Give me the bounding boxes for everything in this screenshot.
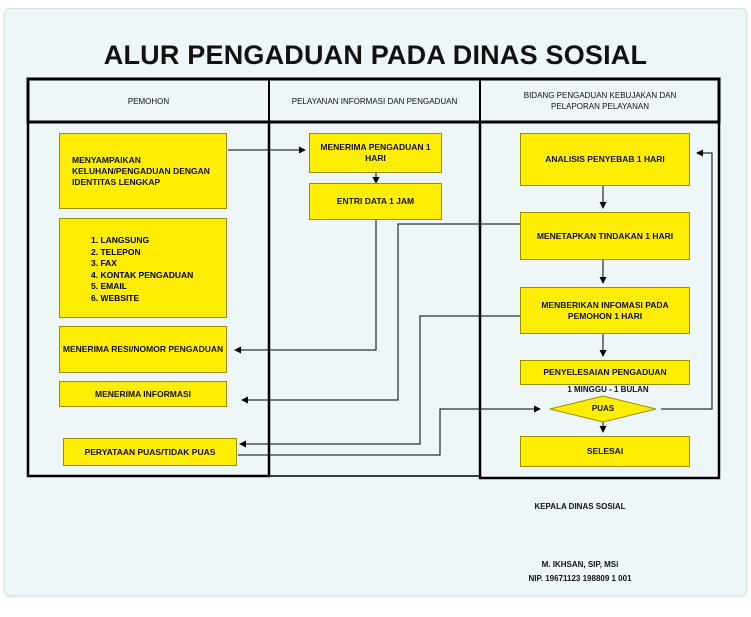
arrow-to-menerima-informasi [241, 223, 520, 404]
box-menetapkan: MENETAPKAN TINDAKAN 1 HARI [520, 212, 690, 260]
durasi-label: 1 MINGGU - 1 BULAN [567, 385, 649, 394]
puas-label: PUAS [591, 404, 615, 413]
box-penyelesaian: PENYELESAIAN PENGADUAN [520, 360, 690, 385]
channel-item: 2. TELEPON [91, 246, 141, 257]
channel-item: 4. KONTAK PENGADUAN [91, 269, 194, 280]
box-menerima-pengaduan: MENERIMA PENGADUAN 1 HARI [309, 133, 442, 173]
box-memberikan: MENBERIKAN INFOMASI PADA PEMOHON 1 HARI [520, 287, 690, 334]
channel-item: 5. EMAIL [91, 281, 127, 291]
box-channels: 1. LANGSUNG 2. TELEPON 3. FAX 4. KONTAK … [59, 218, 227, 318]
arrow-back-to-analisis [661, 149, 713, 410]
column-header-pemohon: PEMOHON [127, 96, 170, 106]
box-menerima-resi: MENERIMA RESI/NOMOR PENGADUAN [59, 326, 227, 373]
channel-item: 6. WEBSITE [91, 292, 140, 303]
box-entri-data: ENTRI DATA 1 JAM [309, 183, 442, 220]
signature-nama: M. IKHSAN, SIP, MSi [541, 560, 619, 569]
page-title: ALUR PENGADUAN PADA DINAS SOSIAL [103, 40, 648, 70]
channel-item: 3. FAX [91, 258, 117, 268]
box-menerima-informasi: MENERIMA INFORMASI [59, 381, 227, 407]
box-selesai: SELESAI [520, 436, 690, 467]
arrow-to-menerima-resi [234, 220, 377, 354]
arrow-to-pernyataan [239, 315, 520, 448]
box-menyampaikan: MENYAMPAIKAN KELUHAN/PENGADUAN DENGAN ID… [59, 133, 227, 209]
column-header-bidang: BIDANG PENGADUAN KEBUJAKAN DAN PELAPORAN… [523, 91, 677, 111]
arrow-to-puas [238, 405, 541, 456]
signature-jabatan: KEPALA DINAS SOSIAL [534, 502, 626, 511]
channel-item: 1. LANGSUNG [91, 235, 150, 245]
column-header-pelayanan: PELAYANAN INFORMASI DAN PENGADUAN [291, 96, 458, 106]
puas-diamond [549, 395, 657, 423]
column-pelayanan [268, 121, 481, 477]
signature-nip: NIP. 19671123 198809 1 001 [528, 574, 632, 583]
box-analisis: ANALISIS PENYEBAB 1 HARI [520, 133, 690, 186]
box-pernyataan: PERYATAAN PUAS/TIDAK PUAS [63, 438, 237, 466]
column-bidang [478, 120, 721, 480]
